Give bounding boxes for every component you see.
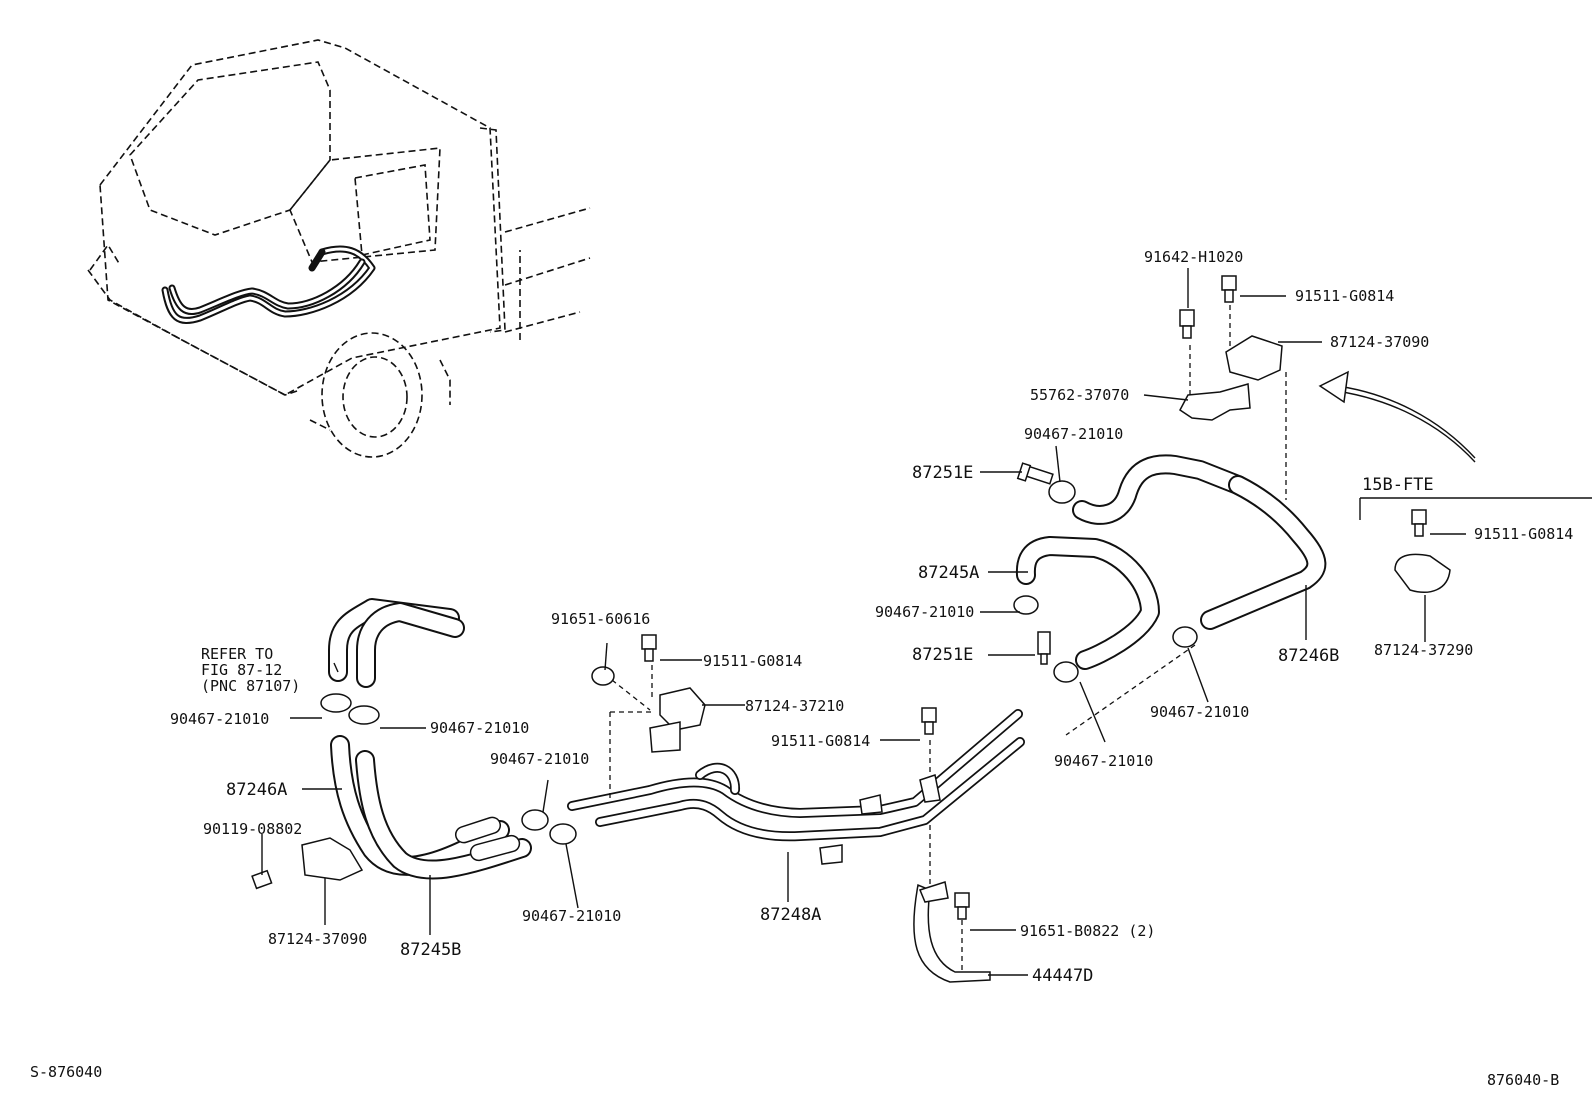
bleeder-plug-icon [1016, 462, 1054, 665]
label-87246a: 87246A [226, 780, 287, 800]
hose-top-icon [1072, 454, 1248, 525]
hose-bracket-icon [301, 335, 1451, 983]
direction-arrow-icon [1318, 370, 1476, 463]
label-15b-fte: 15B-FTE [1362, 475, 1434, 495]
label-90467-21010-l2: 90467-21010 [430, 719, 529, 737]
code-left: S-876040 [30, 1063, 102, 1081]
label-refer-line3: (PNC 87107) [201, 677, 300, 695]
label-90467-21010-r2: 90467-21010 [1054, 752, 1153, 770]
vehicle-cab-outline-icon [87, 39, 591, 458]
label-90119-08802: 90119-08802 [203, 820, 302, 838]
label-87248a: 87248A [760, 905, 821, 925]
label-90467-21010-top: 90467-21010 [1024, 425, 1123, 443]
hose-stub-icon [454, 816, 521, 862]
label-87124-37290: 87124-37290 [1374, 641, 1473, 659]
hose-87246b-icon [1200, 475, 1327, 630]
label-90467-21010-l3: 90467-21010 [490, 750, 589, 768]
hose-upper-left-icon [328, 598, 465, 688]
label-87251e-mid: 87251E [912, 645, 973, 665]
label-87245b: 87245B [400, 940, 461, 960]
hose-clamp-icon [320, 480, 1198, 845]
part-labels: 91642-H1020 91511-G0814 87124-37090 5576… [30, 248, 1573, 1089]
label-87124-37210: 87124-37210 [745, 697, 844, 715]
heater-hose-routing-icon [161, 245, 376, 325]
label-90467-21010-l4: 90467-21010 [522, 907, 621, 925]
label-91511-g0814-top: 91511-G0814 [1295, 287, 1394, 305]
hose-87245a-icon [1015, 536, 1160, 670]
label-90467-21010-mid: 90467-21010 [875, 603, 974, 621]
label-91651-b0822: 91651-B0822 (2) [1020, 922, 1155, 940]
label-55762-37070: 55762-37070 [1030, 386, 1129, 404]
label-refer-line1: REFER TO [201, 645, 273, 663]
label-87124-37090-top: 87124-37090 [1330, 333, 1429, 351]
label-refer-line2: FIG 87-12 [201, 661, 282, 679]
label-90467-21010-r1: 90467-21010 [1150, 703, 1249, 721]
label-87251e-top: 87251E [912, 463, 973, 483]
bolt-icon [251, 275, 1427, 920]
label-91642-h1020: 91642-H1020 [1144, 248, 1243, 266]
label-91511-g0814-right: 91511-G0814 [1474, 525, 1573, 543]
label-91511-g0814-center: 91511-G0814 [771, 732, 870, 750]
label-91651-60616: 91651-60616 [551, 610, 650, 628]
label-87245a: 87245A [918, 563, 979, 583]
pipe-87248a-icon [567, 709, 1025, 842]
label-91511-g0814-mid: 91511-G0814 [703, 652, 802, 670]
label-87246b: 87246B [1278, 646, 1339, 666]
hose-87246a-icon [330, 735, 532, 880]
leader-lines [261, 268, 1592, 976]
label-87124-37090-bottom: 87124-37090 [268, 930, 367, 948]
label-44447d: 44447D [1032, 966, 1093, 986]
code-right: 876040-B [1487, 1071, 1559, 1089]
label-90467-21010-l1: 90467-21010 [170, 710, 269, 728]
